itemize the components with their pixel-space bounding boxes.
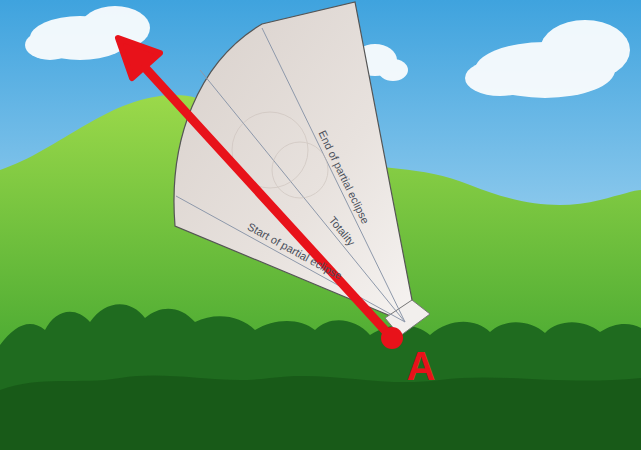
tree-line <box>0 304 641 450</box>
eclipse-line <box>200 70 405 322</box>
fan-line-label: Totality <box>327 214 358 248</box>
fan-line-label: End of partial eclipse <box>317 128 372 225</box>
fan-line-label: Start of partial eclipse <box>246 220 344 282</box>
direction-arrow <box>118 38 403 349</box>
eclipse-lines <box>176 28 405 322</box>
foreground-shade <box>0 376 641 450</box>
eclipse-line <box>176 196 405 322</box>
paper-fan <box>174 2 412 322</box>
point-label: A <box>407 344 436 389</box>
